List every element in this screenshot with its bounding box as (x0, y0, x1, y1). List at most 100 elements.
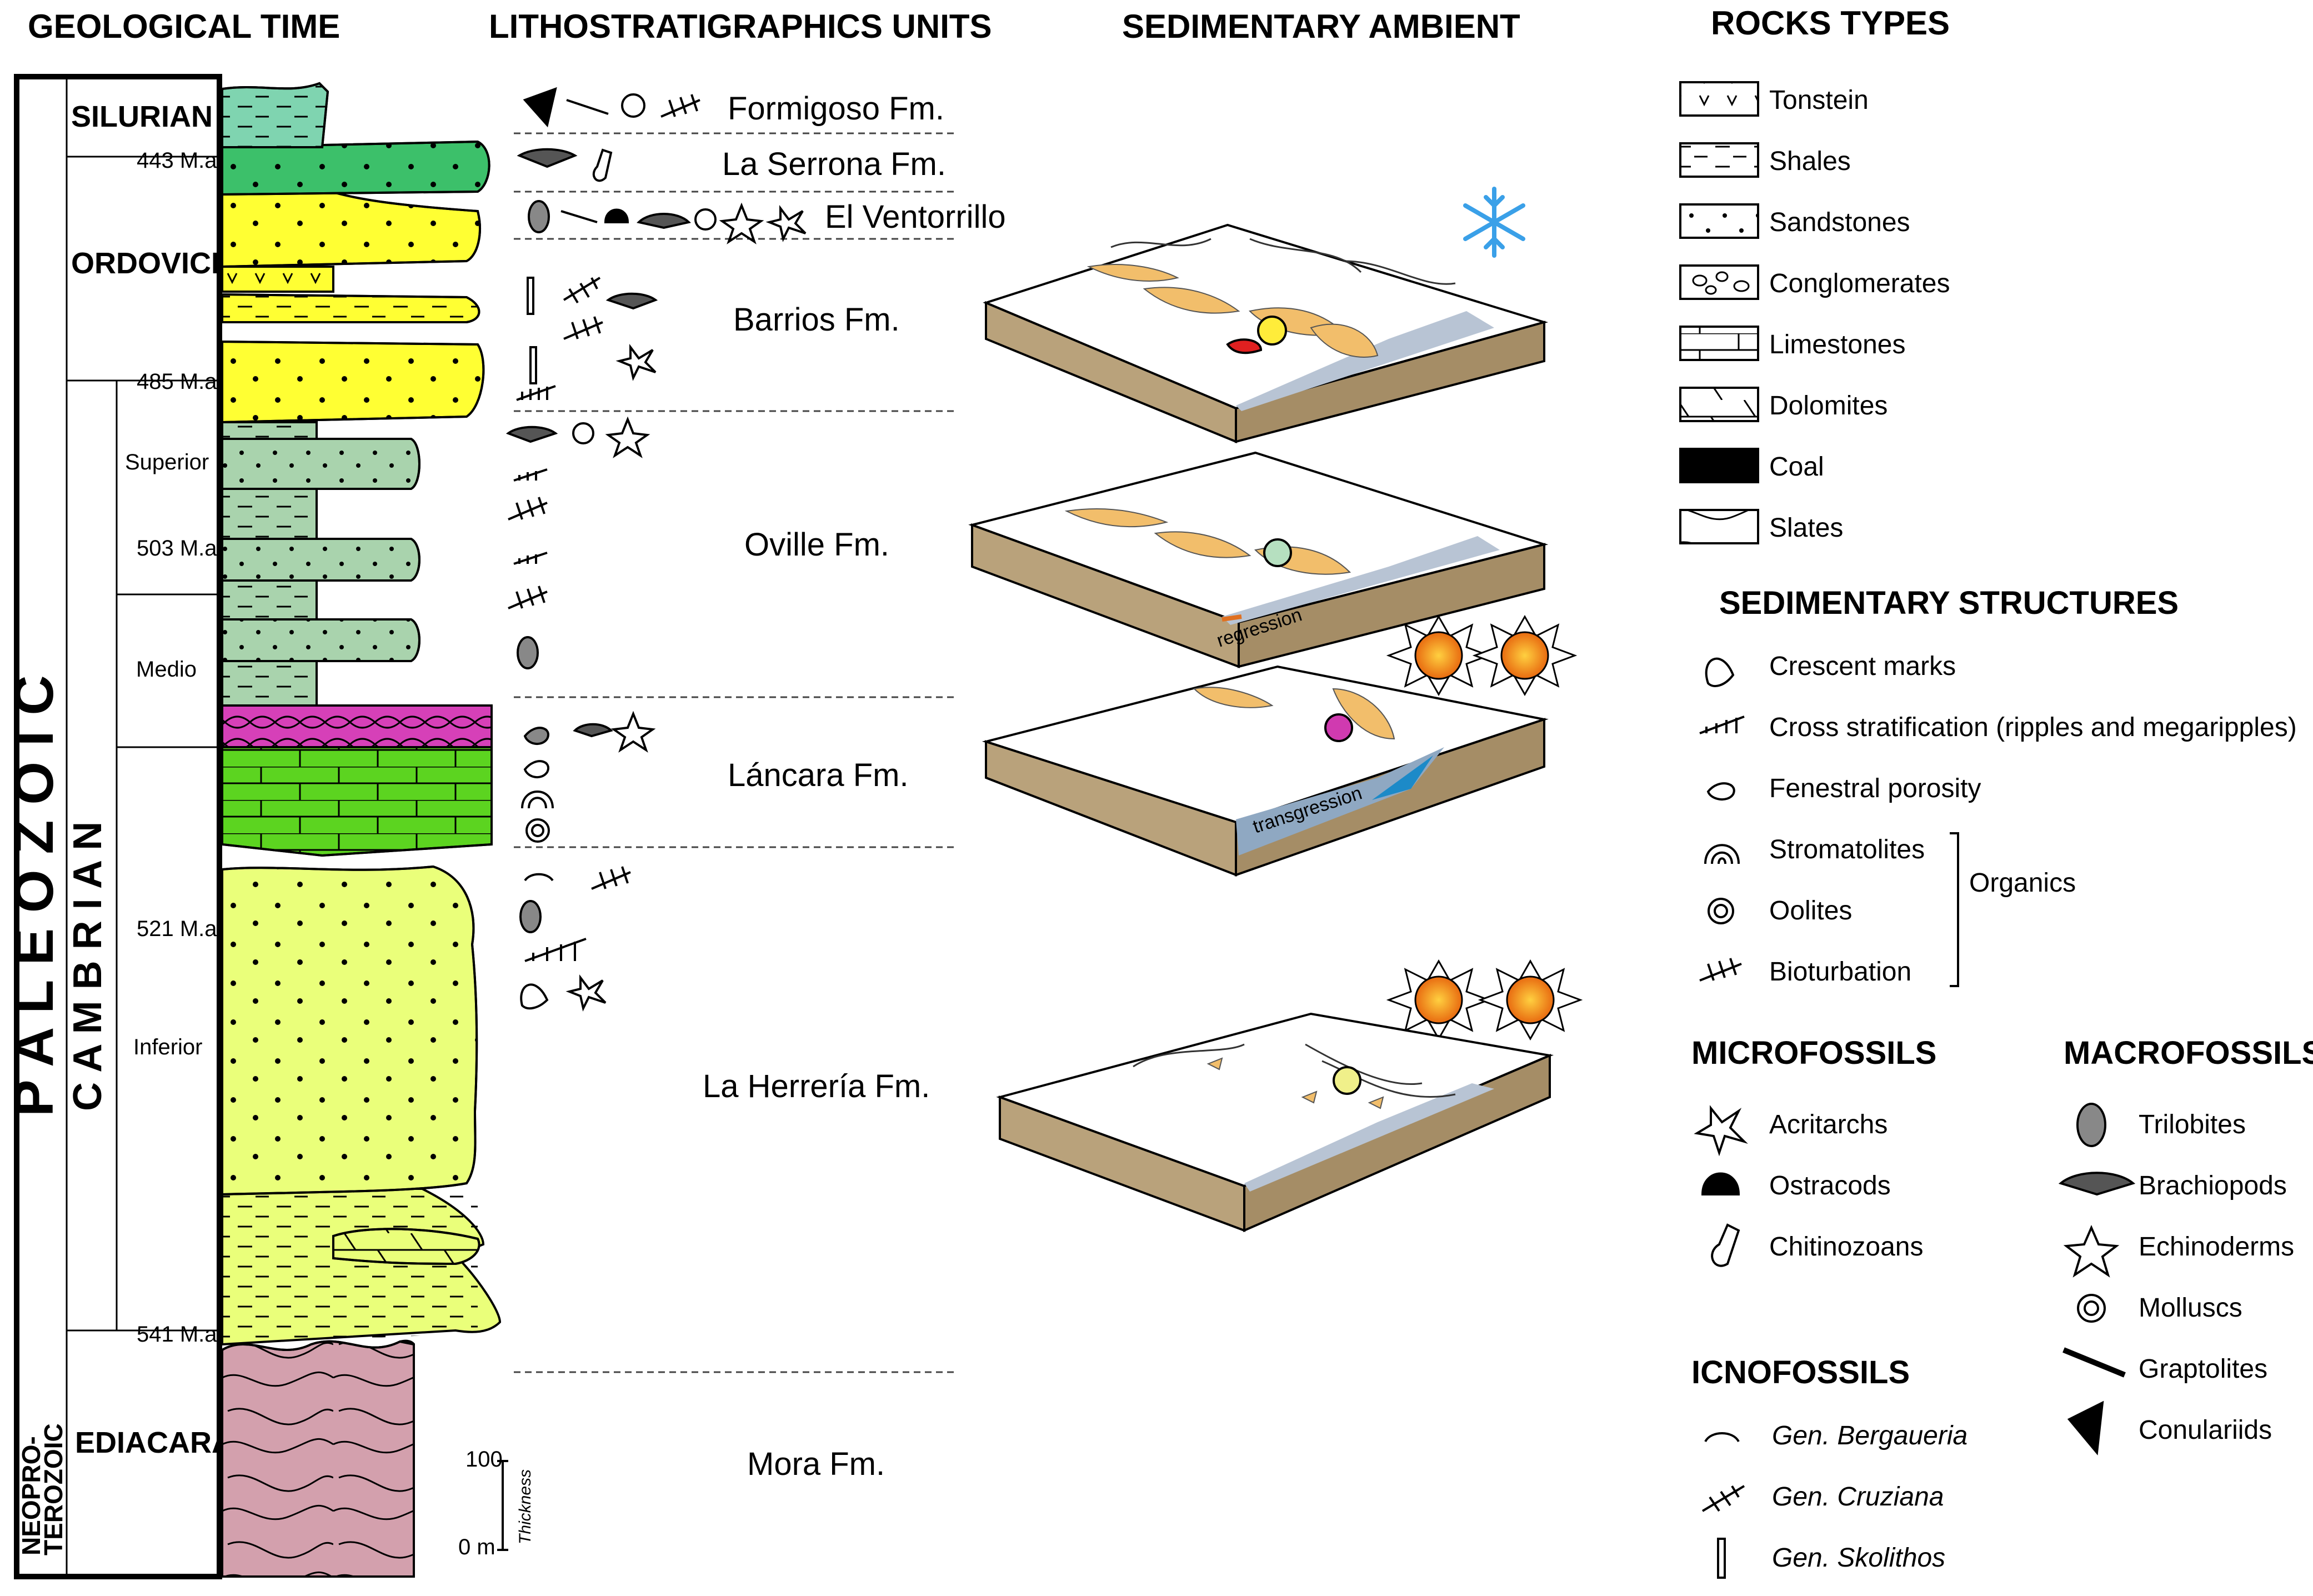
macro-echinoderms: Echinoderms (2139, 1232, 2294, 1262)
conulariid-icon (523, 87, 557, 128)
icno-cruziana: Gen. Cruziana (1772, 1482, 1944, 1512)
cruziana-icon (563, 277, 601, 304)
limestones-swatch (1679, 326, 1759, 361)
microfossil-icons (1694, 1105, 1748, 1267)
header-macrofossils: MACROFOSSILS (2064, 1035, 2313, 1071)
header-sed-structures: SEDIMENTARY STRUCTURES (1719, 585, 2179, 621)
chitinozoan-icon (592, 148, 613, 182)
echinoderm-icon (610, 711, 656, 753)
header-icnofossils: ICNOFOSSILS (1691, 1354, 1910, 1390)
chitinozoan-icon (1711, 1223, 1740, 1267)
mollusc-icon (2077, 1294, 2106, 1323)
brachiopod-icon (505, 426, 558, 443)
block-lancara (982, 665, 1549, 877)
micro-ostracods: Ostracods (1769, 1171, 1891, 1200)
rock-shales: Shales (1769, 147, 1851, 176)
bioturbation-icon (508, 497, 548, 521)
graptolite-icon (2062, 1347, 2126, 1378)
trilobite-icon (517, 636, 539, 669)
formation-lancara: Láncara Fm. (728, 757, 909, 793)
trilobite-icon (528, 200, 550, 233)
organics-bracket (1950, 832, 1959, 987)
scale-top-label: 100 (465, 1447, 503, 1472)
struct-stromatolites: Stromatolites (1769, 835, 1925, 864)
graptolite-icon (560, 210, 598, 223)
macrofossil-icons (2058, 1103, 2136, 1455)
formation-barrios: Barrios Fm. (733, 302, 900, 338)
block-la-herreria (996, 1012, 1554, 1233)
sun-icon (1478, 959, 1583, 1041)
rock-sandstones: Sandstones (1769, 208, 1910, 237)
snowflake-icon (1463, 187, 1525, 258)
acritarch-icon (1694, 1105, 1748, 1157)
formation-la-herreria: La Herrería Fm. (703, 1068, 930, 1104)
header-microfossils: MICROFOSSILS (1691, 1035, 1936, 1071)
acritarch-icon (765, 205, 807, 242)
age-485: 485 M.a (137, 369, 217, 394)
cross-stratification-icon (513, 552, 548, 565)
fenestral-porosity-icon (523, 760, 549, 778)
scale-bottom-label: 0 m (458, 1535, 495, 1559)
block-oville (968, 451, 1549, 668)
formation-dividers (514, 132, 958, 1373)
crescent-mark-icon (1705, 657, 1735, 687)
brachiopod-icon (517, 148, 578, 168)
crescent-mark-icon (520, 983, 549, 1010)
stromatolite-icon (521, 791, 554, 809)
period-cambrian: C A M B R I A N (66, 822, 110, 1111)
oolite-icon (1708, 898, 1734, 924)
macro-molluscs: Molluscs (2139, 1293, 2242, 1323)
formation-mora: Mora Fm. (747, 1446, 885, 1482)
bioturbation-icon (660, 94, 700, 118)
formation-el-ventorrillo: El Ventorrillo (825, 199, 1006, 235)
stratigraphic-column (221, 82, 502, 1578)
struct-organics: Organics (1969, 868, 2076, 898)
age-503: 503 M.a (137, 536, 217, 561)
icno-bergaueria: Gen. Bergaueria (1772, 1421, 1967, 1450)
era-paleozoic: P A L E O Z O I C (3, 675, 65, 1117)
macro-conulariids: Conulariids (2139, 1415, 2272, 1445)
age-521: 521 M.a (137, 917, 217, 941)
header-litho-units: LITHOSTRATIGRAPHICS UNITS (489, 8, 992, 45)
cruziana-icon (1701, 1485, 1745, 1512)
bergaueria-icon (1704, 1432, 1740, 1443)
sun-icon (1472, 614, 1578, 697)
fenestral-porosity-icon (523, 727, 549, 745)
epoch-superior: Superior (125, 450, 209, 474)
formation-fossil-symbols (505, 87, 807, 1012)
cross-stratification-icon (513, 468, 548, 482)
epoch-inferior: Inferior (133, 1035, 203, 1059)
rock-limestones: Limestones (1769, 330, 1905, 359)
cross-stratification-icon (516, 385, 556, 401)
sed-structures-icons (1699, 657, 1959, 987)
header-rock-types: ROCKS TYPES (1711, 4, 1950, 42)
echinoderm-icon (2063, 1224, 2120, 1278)
header-geological-time: GEOLOGICAL TIME (28, 8, 340, 45)
icno-skolithos: Gen. Skolithos (1772, 1543, 1945, 1573)
bioturbation-icon (1699, 958, 1742, 982)
formation-formigoso: Formigoso Fm. (728, 91, 944, 127)
mollusc-icon (572, 422, 594, 444)
brachiopod-icon (605, 292, 658, 310)
brachiopod-icon (637, 213, 691, 229)
skolithos-icon (527, 277, 534, 315)
brachiopod-icon (573, 723, 613, 738)
dolomites-swatch (1679, 387, 1759, 422)
cross-stratification-icon (524, 938, 587, 962)
sandstones-swatch (1679, 203, 1759, 239)
brachiopod-icon (2058, 1172, 2136, 1196)
coal-swatch (1679, 448, 1759, 483)
ostracod-icon (1701, 1172, 1740, 1195)
shales-swatch (1679, 142, 1759, 178)
sun-icon (1386, 614, 1491, 697)
header-sed-ambient: SEDIMENTARY AMBIENT (1122, 8, 1520, 45)
period-silurian: SILURIAN (71, 100, 213, 133)
graptolite-icon (566, 99, 609, 115)
bioturbation-icon (508, 586, 548, 609)
struct-bioturbation: Bioturbation (1769, 957, 1911, 987)
epoch-medio: Medio (136, 657, 197, 682)
slates-swatch (1679, 509, 1759, 544)
struct-fenestral: Fenestral porosity (1769, 774, 1981, 803)
bergaueria-icon (524, 873, 554, 882)
macro-brachiopods: Brachiopods (2139, 1171, 2287, 1200)
